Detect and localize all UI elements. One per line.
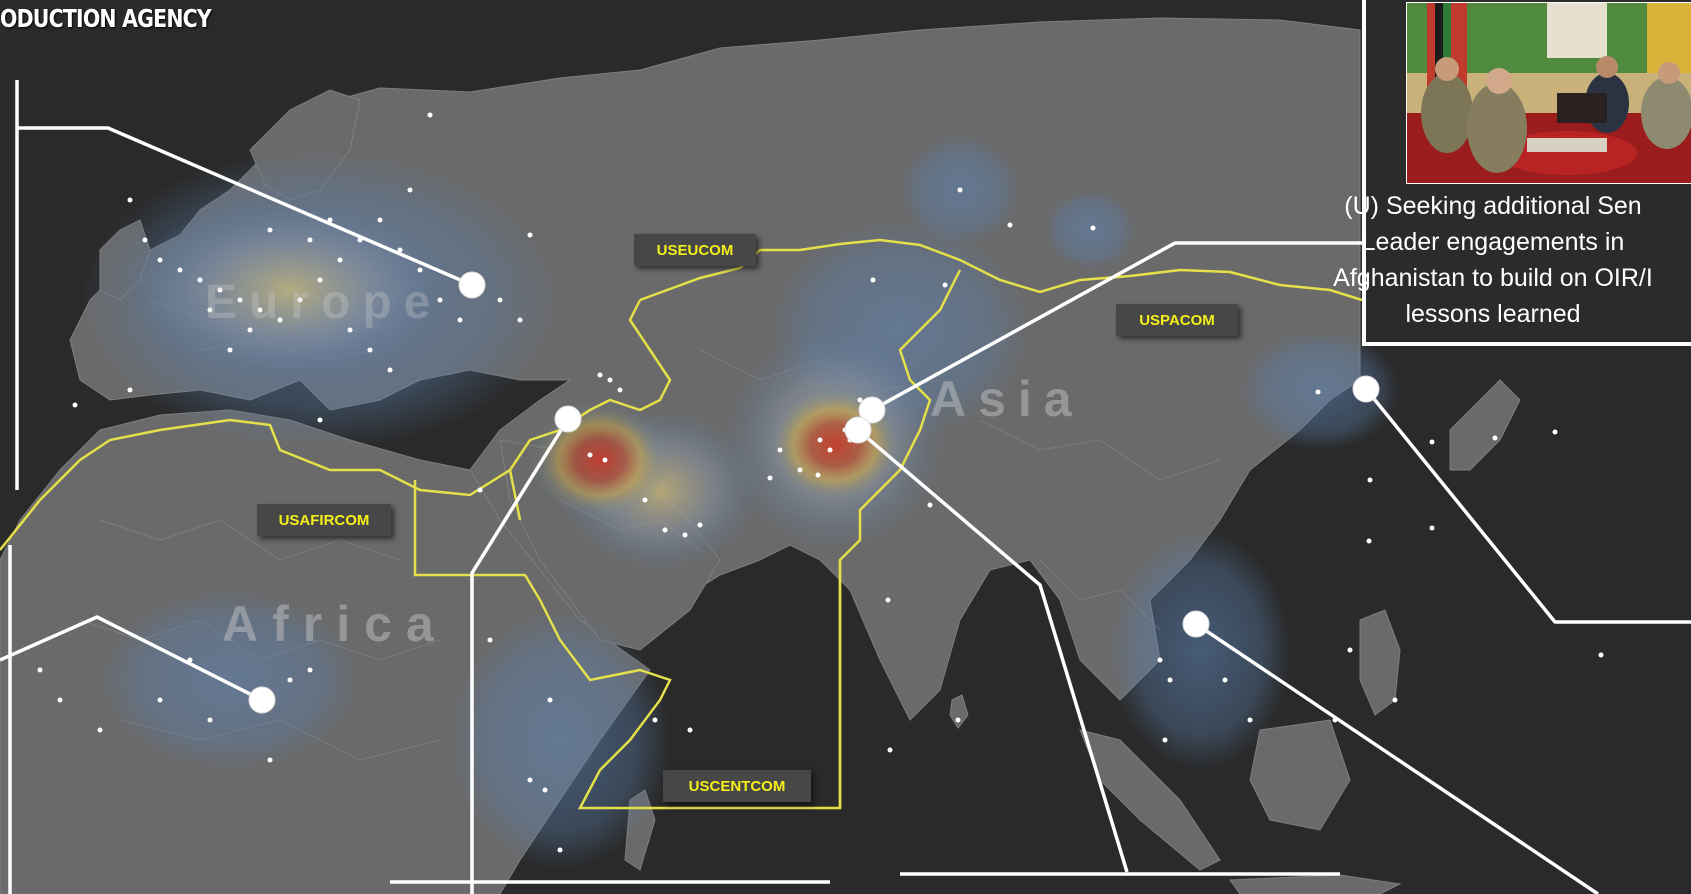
landmass-java xyxy=(1229,874,1402,894)
caption-line: (U) Seeking additional Sen xyxy=(1344,192,1642,220)
leader-line xyxy=(856,428,1129,873)
boundary-eucom-centcom xyxy=(508,299,672,521)
boundary-eucom-pacom xyxy=(639,238,1363,302)
command-label-uspacom: USPACOM xyxy=(1116,304,1238,336)
leader-line xyxy=(17,126,473,287)
marker-afghanistan-north xyxy=(858,396,886,424)
highlight-markers xyxy=(248,271,1380,714)
marker-europe xyxy=(458,271,486,299)
caption-line: Afghanistan to build on OIR/I xyxy=(1333,264,1653,292)
boundary-centcom-pacom xyxy=(838,269,962,808)
landmass-sri-lanka xyxy=(949,694,969,729)
marker-afghanistan-south xyxy=(844,416,872,444)
heat-zone xyxy=(450,610,670,870)
leader-line xyxy=(871,241,1362,412)
command-label-uscentcom: USCENTCOM xyxy=(663,770,811,802)
leader-line xyxy=(470,418,570,894)
marker-levant xyxy=(554,405,582,433)
callout-caption: (U) Seeking additional Sen Leader engage… xyxy=(1278,188,1691,332)
landmass-sumatra xyxy=(1079,729,1221,871)
leader-line xyxy=(1195,622,1599,894)
marker-southeast-asia xyxy=(1182,610,1210,638)
page-title: ODUCTION AGENCY xyxy=(0,4,212,33)
heatmap-layer xyxy=(80,135,1400,870)
landmass-japan xyxy=(1449,379,1521,471)
command-label-usafircom: USAFIRCOM xyxy=(257,504,391,536)
heat-zone xyxy=(1240,330,1400,450)
boundary-africom-north xyxy=(0,418,511,551)
heat-zone xyxy=(1045,190,1135,270)
caption-line: Leader engagements in xyxy=(1361,228,1625,256)
caption-line: lessons learned xyxy=(1405,300,1581,328)
meeting-photo xyxy=(1406,2,1691,184)
command-boundaries xyxy=(0,238,1363,810)
boundary-africom-centcom xyxy=(413,480,842,810)
heat-zone xyxy=(100,590,360,770)
leader-line xyxy=(1364,387,1691,624)
leader-line xyxy=(0,615,263,702)
base-dots xyxy=(37,112,1604,853)
marker-west-africa xyxy=(248,686,276,714)
leader-lines xyxy=(0,80,1691,894)
command-label-useucom: USEUCOM xyxy=(634,234,756,266)
marker-korea xyxy=(1352,375,1380,403)
heat-zone xyxy=(130,200,450,380)
heat-zone xyxy=(530,400,670,520)
callout-panel: (U) Seeking additional Sen Leader engage… xyxy=(1333,0,1691,346)
landmass-borneo xyxy=(1249,719,1351,831)
heat-zone xyxy=(1110,530,1290,770)
